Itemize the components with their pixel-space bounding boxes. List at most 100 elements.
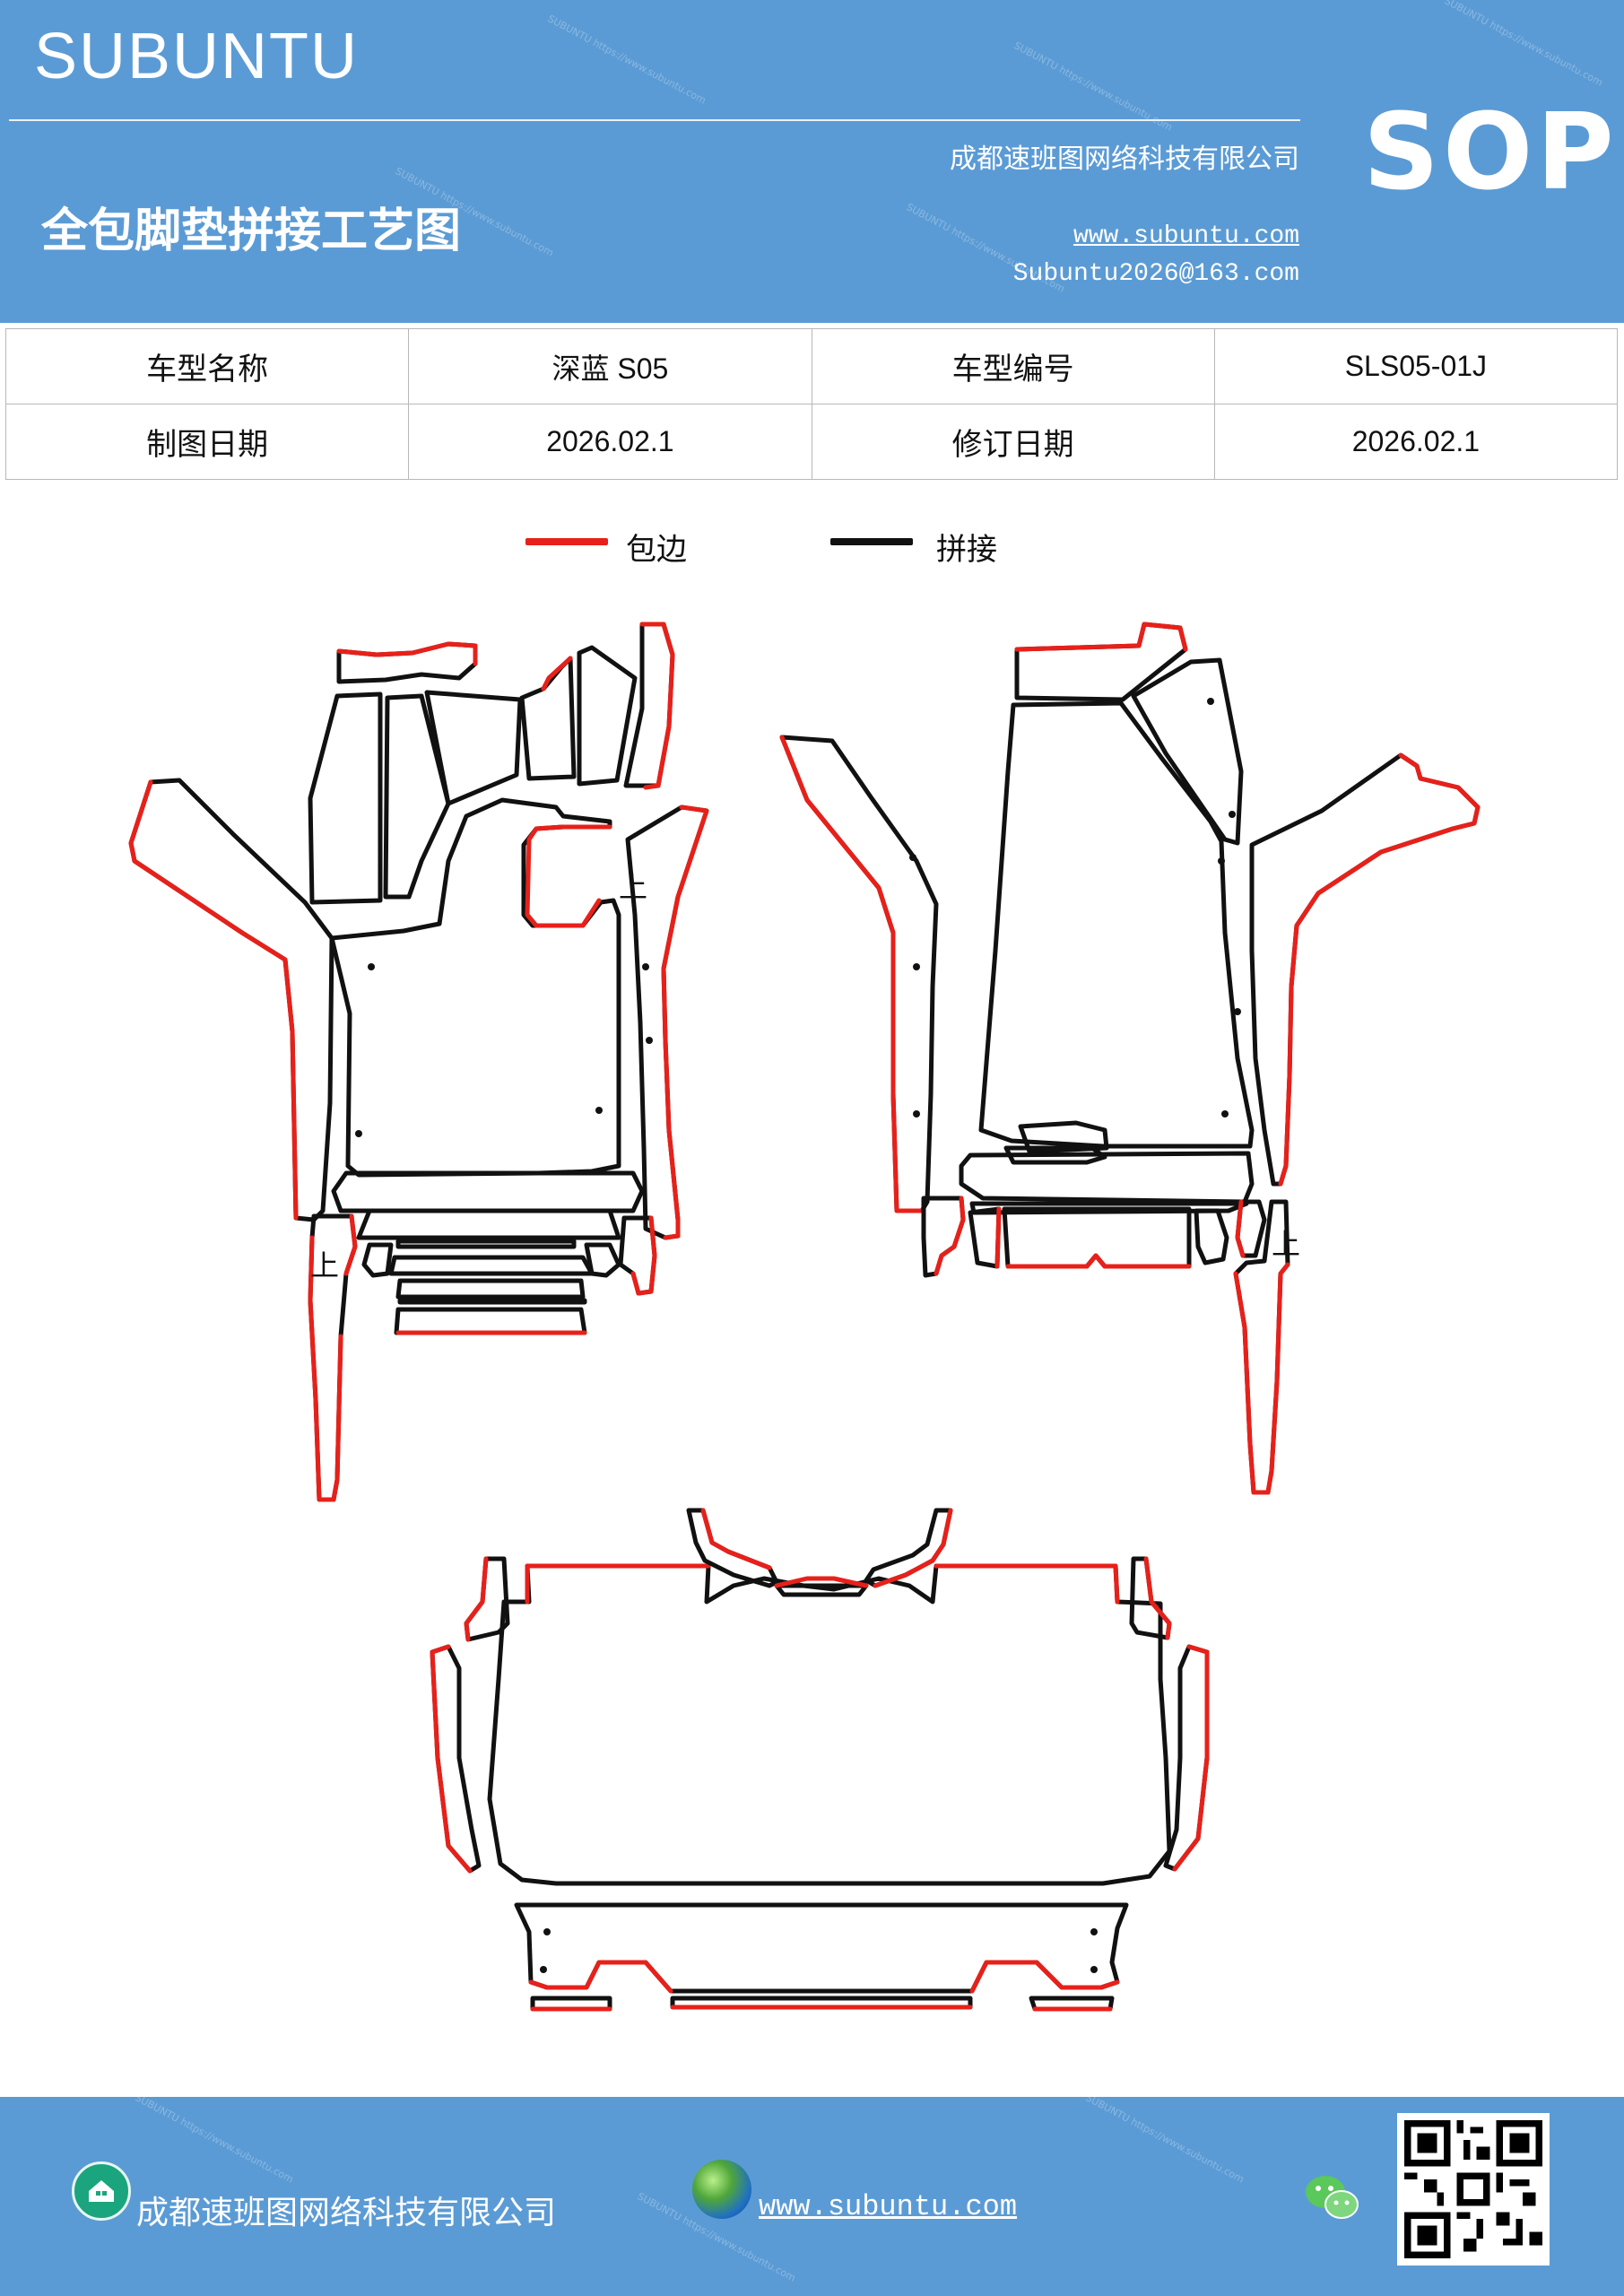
mat-piece-edge [1278, 752, 1481, 1187]
vehicle-code-value: SLS05-01J [1213, 328, 1619, 404]
mat-piece [394, 1307, 587, 1335]
mat-piece-edge [1143, 1556, 1172, 1640]
mat-piece-edge [934, 1563, 1120, 1605]
globe-icon [692, 2160, 751, 2219]
mounting-hole [646, 1037, 653, 1044]
mounting-hole [1229, 811, 1236, 818]
mat-piece-edge [934, 1196, 966, 1276]
mat-piece-edge [1014, 622, 1188, 652]
mat-piece [1131, 657, 1244, 846]
mat-piece-edge [630, 1215, 657, 1296]
mounting-hole [1090, 1928, 1098, 1935]
mat-piece-edge [128, 779, 299, 1221]
mat-piece-edge [774, 1576, 869, 1588]
mounting-hole [355, 1130, 362, 1137]
legend-seam-swatch [830, 538, 913, 545]
header-website-link[interactable]: www.subuntu.com [1073, 222, 1299, 250]
mat-piece-edge [343, 1213, 358, 1276]
mounting-hole [1234, 1008, 1241, 1015]
legend-seam-label: 拼接 [936, 532, 997, 568]
watermark: SUBUNTU https://www.subuntu.com [1442, 0, 1605, 89]
mounting-hole [913, 963, 920, 970]
house-icon [72, 2161, 131, 2221]
mounting-hole [913, 1110, 920, 1118]
brand-logo-text: SUBUNTU [34, 21, 360, 92]
legend-edge-label: 包边 [626, 532, 687, 568]
mat-piece [395, 1278, 586, 1300]
vehicle-code-label: 车型编号 [811, 328, 1215, 404]
mat-piece-edge [528, 1960, 673, 1994]
mat-piece [395, 1239, 577, 1249]
mat-pieces-svg: 上 上 上 [128, 622, 1481, 2012]
vehicle-name-label: 车型名称 [4, 328, 410, 404]
mat-piece [1163, 1644, 1210, 1872]
mat-piece-edge [700, 1508, 772, 1570]
mat-piece [361, 1242, 394, 1278]
mat-piece-edge [779, 735, 925, 1213]
mounting-hole [1207, 698, 1214, 705]
mat-piece [308, 691, 383, 905]
mat-piece-edge [661, 804, 709, 1240]
up-marker: 上 [619, 870, 647, 904]
watermark: SUBUNTU https://www.subuntu.com [133, 2097, 296, 2186]
mat-piece [779, 735, 939, 1213]
mat-piece [356, 1208, 621, 1240]
footer-website-link[interactable]: www.subuntu.com [759, 2190, 1018, 2223]
up-marker: 上 [310, 1248, 339, 1283]
watermark: SUBUNTU https://www.subuntu.com [1083, 2097, 1246, 2186]
mat-piece [128, 778, 334, 1222]
mounting-hole [540, 1966, 547, 1973]
page-header: SUBUNTU https://www.subuntu.com SUBUNTU … [0, 0, 1624, 323]
mounting-hole [1218, 857, 1225, 865]
mat-piece [577, 645, 638, 787]
mounting-hole [368, 963, 375, 970]
watermark: SUBUNTU https://www.subuntu.com [545, 13, 708, 107]
mounting-hole [642, 963, 649, 970]
mat-piece [774, 1583, 869, 1597]
legend-edge-swatch [525, 538, 608, 545]
mat-piece-edge [541, 656, 573, 691]
revision-date-value: 2026.02.1 [1213, 404, 1619, 480]
table-row: 车型名称 深蓝 S05 车型编号 SLS05-01J [4, 328, 1619, 404]
vehicle-info-table: 车型名称 深蓝 S05 车型编号 SLS05-01J 制图日期 2026.02.… [4, 328, 1619, 480]
mounting-hole [909, 854, 916, 861]
mat-piece [623, 622, 675, 788]
mat-piece-edge [639, 622, 675, 790]
mat-piece-edge [1235, 1199, 1246, 1258]
mat-piece-edge [308, 1235, 343, 1502]
mounting-hole [595, 1107, 603, 1114]
header-company-name: 成都速班图网络科技有限公司 [950, 144, 1299, 175]
table-row: 制图日期 2026.02.1 修订日期 2026.02.1 [4, 404, 1619, 480]
header-divider [9, 119, 1300, 121]
legend: 包边 拼接 [0, 525, 1624, 571]
drawing-date-label: 制图日期 [4, 404, 410, 480]
mat-piece [336, 641, 478, 684]
mat-piece [968, 1206, 1002, 1269]
mat-piece-edge [336, 641, 478, 666]
mat-piece-edge [1172, 1644, 1210, 1872]
mat-piece-edge [1005, 1253, 1192, 1269]
floor-mat-diagram: 上 上 上 [0, 592, 1624, 2045]
mounting-hole [1221, 1110, 1229, 1118]
sop-badge: SOP [1363, 90, 1618, 213]
mat-piece [388, 1255, 595, 1276]
mat-piece-edge [430, 1644, 473, 1874]
mat-piece-edge [525, 1563, 711, 1605]
mat-piece [331, 1170, 645, 1213]
mat-piece [978, 700, 1255, 1149]
qr-code [1397, 2113, 1550, 2266]
wechat-icon[interactable] [1302, 2170, 1363, 2224]
mat-piece [329, 797, 621, 1178]
mat-piece [969, 1201, 1249, 1215]
mat-piece [397, 1298, 587, 1305]
drawing-date-value: 2026.02.1 [408, 404, 812, 480]
mat-piece [514, 1902, 1129, 1994]
mat-piece [1014, 622, 1188, 702]
mat-piece [686, 1508, 779, 1588]
mat-piece-edge [994, 1206, 1002, 1269]
mat-piece [1194, 1208, 1229, 1265]
page-footer: SUBUNTU https://www.subuntu.com SUBUNTU … [0, 2097, 1624, 2296]
mat-piece-edge [464, 1556, 489, 1642]
footer-company-name: 成都速班图网络科技有限公司 [136, 2195, 557, 2231]
mat-piece [584, 1242, 621, 1278]
